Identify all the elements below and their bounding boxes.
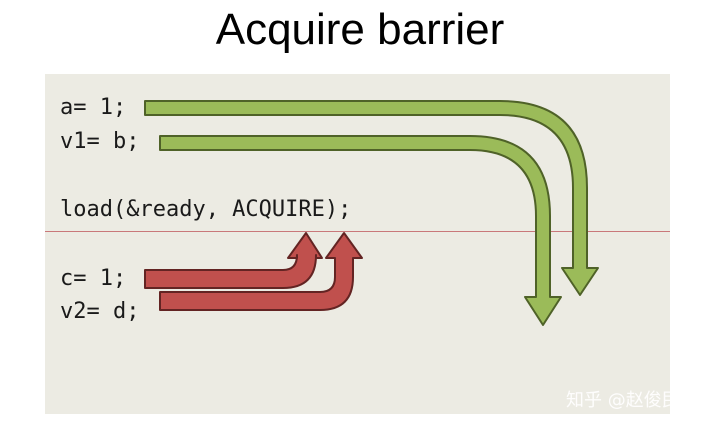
- barrier-line: [45, 231, 670, 232]
- red-arrow-upper: [144, 232, 323, 289]
- slide-title: Acquire barrier: [215, 5, 505, 54]
- code-line-load-acquire: load(&ready, ACQUIRE);: [60, 197, 352, 222]
- code-line-v1-assign: v1= b;: [60, 129, 140, 154]
- code-line-v2-assign: v2= d;: [60, 299, 140, 324]
- green-arrow-outer: [144, 100, 599, 296]
- green-arrow-inner: [159, 135, 562, 326]
- watermark: 知乎 @赵俊民: [566, 390, 680, 411]
- code-line-a-assign: a= 1;: [60, 95, 127, 120]
- code-line-c-assign: c= 1;: [60, 266, 127, 291]
- red-arrow-lower: [159, 232, 363, 311]
